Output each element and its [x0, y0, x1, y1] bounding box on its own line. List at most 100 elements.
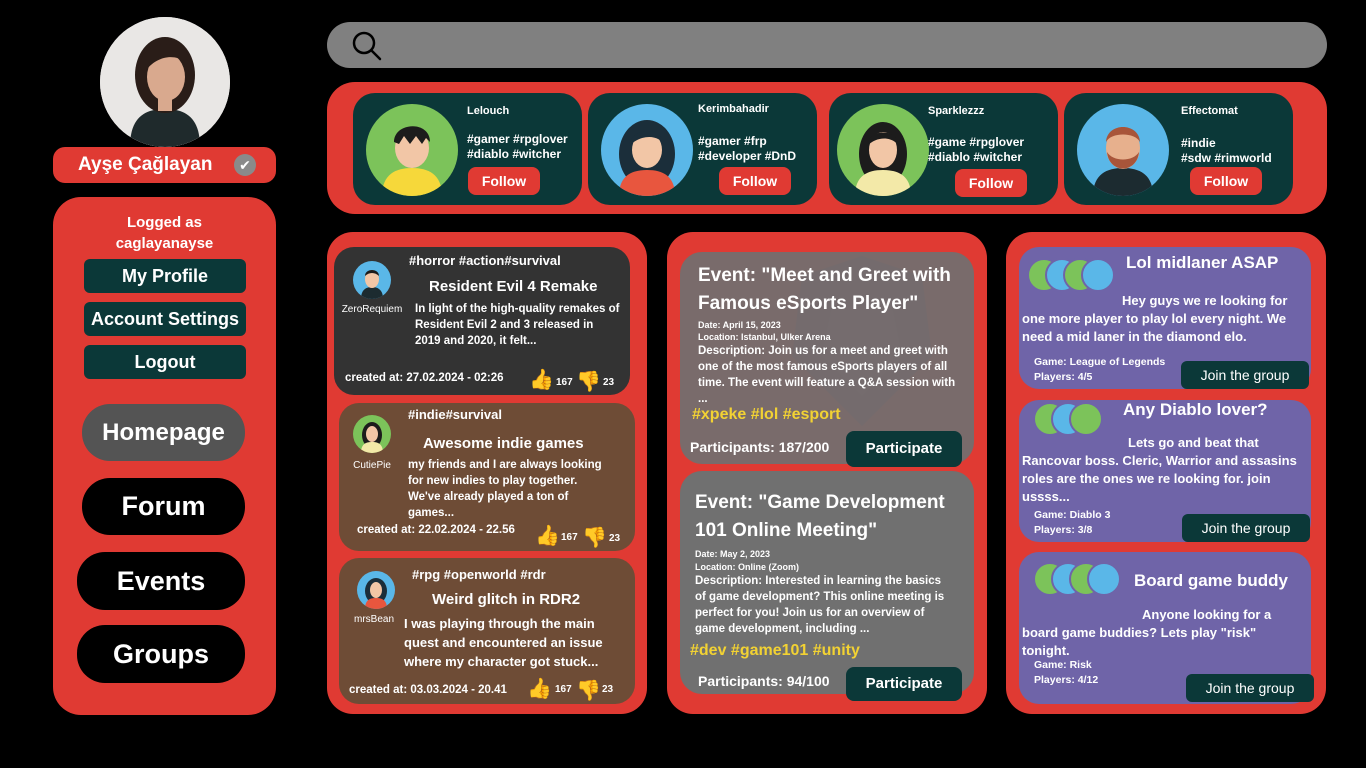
event-title[interactable]: Event: "Meet and Greet with Famous eSpor… — [698, 265, 951, 314]
post-title[interactable]: Awesome indie games — [423, 435, 584, 452]
follow-button[interactable]: Follow — [719, 167, 791, 195]
verified-check-icon: ✔ — [234, 154, 256, 176]
user-tags-line: #gamer #rpglover — [467, 132, 568, 146]
event-title[interactable]: Event: "Game Development 101 Online Meet… — [695, 492, 945, 541]
post-body: my friends and I are always looking for … — [408, 459, 602, 519]
post-title[interactable]: Resident Evil 4 Remake — [429, 278, 598, 295]
group-game: Game: League of Legends — [1034, 356, 1166, 368]
thumbs-up-icon[interactable]: 👍 — [527, 678, 552, 700]
user-name[interactable]: Effectomat — [1181, 105, 1238, 117]
post-date: created at: 22.02.2024 - 22.56 — [357, 524, 515, 536]
forum-post[interactable]: mrsBean #rpg #openworld #rdr Weird glitc… — [339, 558, 635, 704]
post-body: I was playing through the main quest and… — [404, 616, 603, 669]
follow-button[interactable]: Follow — [1190, 167, 1262, 195]
user-tags-line: #sdw #rimworld — [1181, 151, 1272, 165]
group-title[interactable]: Any Diablo lover? — [1123, 400, 1268, 419]
group-card[interactable]: Any Diablo lover? Lets go and beat that … — [1019, 400, 1311, 542]
logout-button[interactable]: Logout — [84, 345, 246, 379]
dislike-count: 23 — [603, 377, 615, 388]
user-avatar-icon[interactable] — [353, 415, 391, 453]
post-tags: #rpg #openworld #rdr — [412, 567, 546, 582]
user-tags: #game #rpglover #diablo #witcher — [928, 135, 1024, 165]
user-card: Sparklezzz #game #rpglover #diablo #witc… — [829, 93, 1058, 205]
thumbs-up-icon[interactable]: 👍 — [535, 525, 560, 547]
my-profile-button[interactable]: My Profile — [84, 259, 246, 293]
events-panel: Event: "Meet and Greet with Famous eSpor… — [667, 232, 987, 714]
participate-button[interactable]: Participate — [846, 667, 962, 701]
logged-as-label: Logged as — [126, 214, 202, 231]
user-name[interactable]: Sparklezzz — [928, 105, 985, 117]
search-bar[interactable] — [327, 22, 1327, 68]
follow-button[interactable]: Follow — [468, 167, 540, 195]
user-avatar-icon[interactable] — [1077, 104, 1169, 196]
event-location: Location: Online (Zoom) — [695, 562, 799, 572]
group-title[interactable]: Board game buddy — [1134, 571, 1288, 590]
user-card: Kerimbahadir #gamer #frp #developer #DnD… — [588, 93, 817, 205]
left-panel: Logged as caglayanayse My Profile Accoun… — [53, 197, 276, 715]
event-card[interactable]: Event: "Meet and Greet with Famous eSpor… — [680, 252, 974, 467]
post-author[interactable]: mrsBean — [353, 614, 394, 625]
user-tags: #gamer #frp #developer #DnD — [698, 134, 796, 164]
forum-post[interactable]: CutiePie #indie#survival Awesome indie g… — [339, 403, 635, 551]
post-author[interactable]: ZeroRequiem — [341, 304, 403, 315]
user-name[interactable]: Kerimbahadir — [698, 103, 769, 115]
account-settings-button[interactable]: Account Settings — [84, 302, 246, 336]
event-description: Description: Interested in learning the … — [695, 575, 945, 635]
search-icon[interactable] — [351, 30, 383, 62]
event-card[interactable]: Event: "Game Development 101 Online Meet… — [680, 471, 974, 701]
user-avatar-icon[interactable] — [837, 104, 929, 196]
member-avatar-icon — [1087, 562, 1121, 596]
event-tags: #dev #game101 #unity — [690, 642, 860, 659]
participate-button[interactable]: Participate — [846, 431, 962, 467]
nav-homepage[interactable]: Homepage — [82, 404, 245, 461]
join-group-button[interactable]: Join the group — [1186, 674, 1314, 702]
thumbs-down-icon[interactable]: 👎 — [576, 680, 601, 702]
user-tags-line: #developer #DnD — [698, 149, 797, 163]
group-game: Game: Risk — [1034, 659, 1092, 671]
dislike-count: 23 — [609, 533, 621, 544]
group-players: Players: 3/8 — [1034, 524, 1093, 536]
post-title[interactable]: Weird glitch in RDR2 — [432, 591, 581, 608]
event-date: Date: May 2, 2023 — [695, 549, 771, 559]
join-group-button[interactable]: Join the group — [1182, 514, 1310, 542]
suggested-users-panel: Lelouch #gamer #rpglover #diablo #witche… — [327, 82, 1327, 214]
forum-panel: ZeroRequiem #horror #action#survival Res… — [327, 232, 647, 714]
nav-forum[interactable]: Forum — [82, 478, 245, 535]
post-body: In light of the high-quality remakes of … — [415, 303, 620, 347]
dislike-count: 23 — [602, 684, 614, 695]
group-card[interactable]: Board game buddy Anyone looking for a bo… — [1019, 552, 1314, 704]
user-card: Lelouch #gamer #rpglover #diablo #witche… — [353, 93, 582, 205]
group-title[interactable]: Lol midlaner ASAP — [1126, 253, 1279, 272]
group-meta: Game: Risk Players: 4/12 — [1034, 658, 1098, 688]
user-tags-line: #diablo #witcher — [467, 147, 562, 161]
user-avatar-icon[interactable] — [353, 261, 391, 299]
thumbs-down-icon[interactable]: 👎 — [576, 371, 601, 393]
group-card[interactable]: Lol midlaner ASAP Hey guys we re looking… — [1019, 247, 1311, 389]
follow-button[interactable]: Follow — [955, 169, 1027, 197]
post-author[interactable]: CutiePie — [353, 460, 391, 471]
user-name[interactable]: Lelouch — [467, 105, 510, 117]
nav-groups[interactable]: Groups — [77, 625, 245, 683]
group-players: Players: 4/5 — [1034, 371, 1093, 383]
group-meta: Game: Diablo 3 Players: 3/8 — [1034, 508, 1110, 538]
nav-events[interactable]: Events — [77, 552, 245, 610]
profile-name: Ayşe Çağlayan — [78, 154, 213, 175]
post-date: created at: 03.03.2024 - 20.41 — [349, 684, 507, 696]
user-tags-line: #diablo #witcher — [928, 150, 1023, 164]
thumbs-down-icon[interactable]: 👎 — [582, 527, 607, 549]
user-avatar-icon[interactable] — [366, 104, 458, 196]
forum-post[interactable]: ZeroRequiem #horror #action#survival Res… — [334, 247, 630, 395]
profile-avatar[interactable] — [100, 17, 230, 147]
user-avatar-icon[interactable] — [601, 104, 693, 196]
group-description: Hey guys we re looking for one more play… — [1022, 293, 1288, 344]
group-players: Players: 4/12 — [1034, 674, 1099, 686]
event-date: Date: April 15, 2023 — [698, 320, 781, 330]
join-group-button[interactable]: Join the group — [1181, 361, 1309, 389]
user-tags-line: #indie — [1181, 136, 1216, 150]
group-meta: Game: League of Legends Players: 4/5 — [1034, 355, 1165, 385]
group-description: Lets go and beat that Rancovar boss. Cle… — [1022, 435, 1297, 504]
thumbs-up-icon[interactable]: 👍 — [529, 369, 554, 391]
user-avatar-icon[interactable] — [357, 571, 395, 609]
post-tags: #horror #action#survival — [409, 253, 561, 268]
user-tags: #indie #sdw #rimworld — [1181, 136, 1272, 166]
